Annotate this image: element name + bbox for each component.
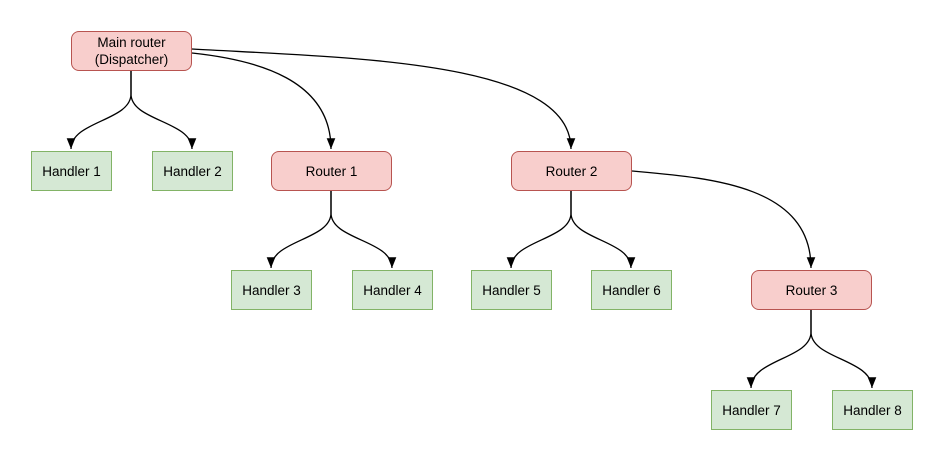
node-router-3[interactable]: Router 3: [751, 270, 872, 310]
node-handler-7-label: Handler 7: [722, 402, 781, 418]
node-handler-1-label: Handler 1: [42, 163, 101, 179]
node-handler-4-label: Handler 4: [363, 282, 422, 298]
edge-main-to-handler-1: [66, 71, 132, 150]
node-router-2-label: Router 2: [545, 163, 598, 179]
node-handler-2-label: Handler 2: [163, 163, 222, 179]
edge-router-1-to-handler-4: [330, 191, 397, 269]
node-handler-3-label: Handler 3: [242, 282, 301, 298]
node-main-router-label: Main router (Dispatcher): [94, 35, 169, 67]
node-router-2[interactable]: Router 2: [511, 151, 632, 191]
edge-router-3-to-handler-8: [810, 310, 877, 389]
node-handler-3[interactable]: Handler 3: [231, 270, 312, 310]
node-router-3-label: Router 3: [785, 282, 838, 298]
node-handler-5-label: Handler 5: [482, 282, 541, 298]
edge-main-to-handler-2: [130, 71, 197, 150]
edge-router-2-to-handler-5: [506, 191, 572, 269]
edge-router-2-to-router-3: [631, 170, 816, 269]
node-handler-2[interactable]: Handler 2: [152, 151, 233, 191]
edge-main-to-router-2: [191, 48, 576, 150]
node-handler-4[interactable]: Handler 4: [352, 270, 433, 310]
node-handler-5[interactable]: Handler 5: [471, 270, 552, 310]
node-router-1-label: Router 1: [305, 163, 358, 179]
edge-router-2-to-handler-6: [570, 191, 636, 269]
node-handler-6-label: Handler 6: [602, 282, 661, 298]
edge-router-1-to-handler-3: [266, 191, 332, 269]
node-router-1[interactable]: Router 1: [271, 151, 392, 191]
node-handler-1[interactable]: Handler 1: [31, 151, 112, 191]
node-main-router[interactable]: Main router (Dispatcher): [71, 31, 192, 71]
edge-router-3-to-handler-7: [746, 310, 812, 389]
node-handler-8[interactable]: Handler 8: [832, 390, 913, 430]
node-handler-7[interactable]: Handler 7: [711, 390, 792, 430]
node-handler-8-label: Handler 8: [843, 402, 902, 418]
node-handler-6[interactable]: Handler 6: [591, 270, 672, 310]
edge-main-to-router-1: [191, 52, 336, 150]
